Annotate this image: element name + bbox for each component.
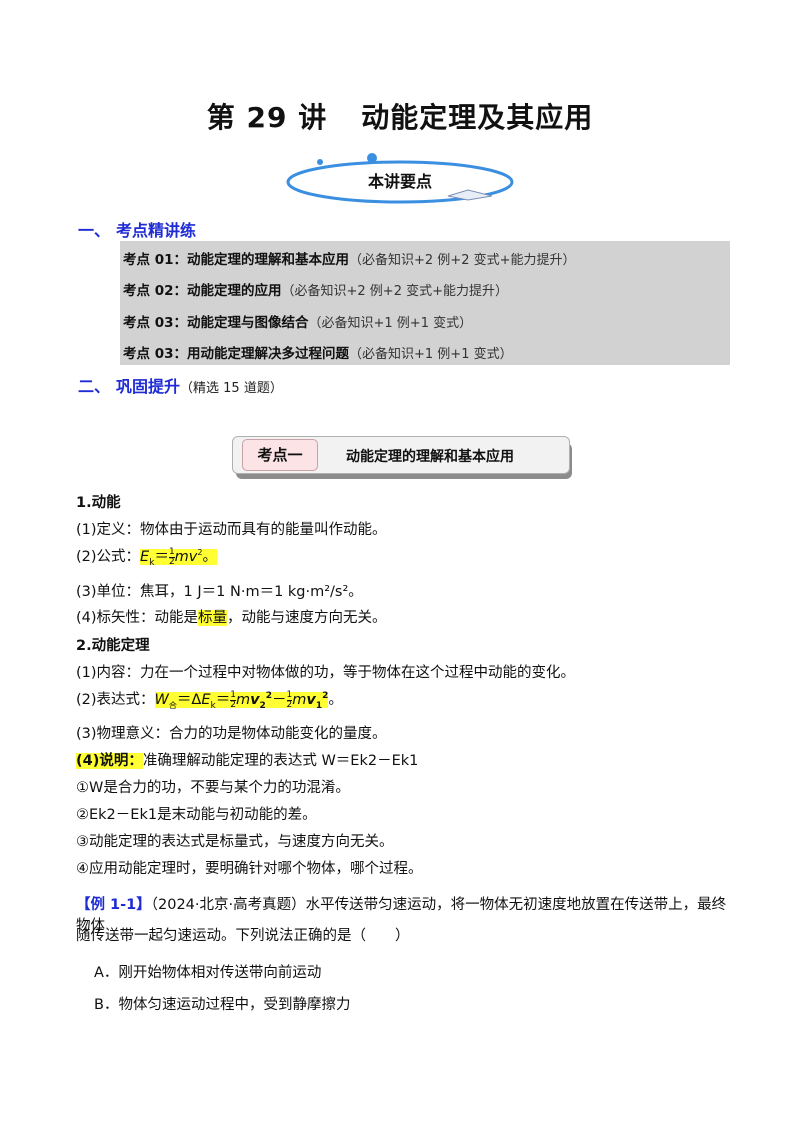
expr-end: 。: [328, 692, 343, 708]
expr-eq2: ＝: [215, 692, 231, 708]
toc-item-key: 考点 03：: [123, 346, 187, 362]
expr-m: m: [235, 692, 251, 708]
fraction-num: 1: [286, 689, 293, 701]
expr-label: (2)表达式：: [76, 692, 155, 708]
formula-eq: ＝: [154, 549, 169, 565]
toc-item-title: 用动能定理解决多过程问题: [187, 346, 349, 362]
toc-item-4[interactable]: 考点 03：用动能定理解决多过程问题（必备知识+1 例+1 变式）: [123, 342, 513, 362]
toc-item-note: （必备知识+1 例+1 变式）: [308, 316, 473, 331]
formula-square: 2: [197, 548, 203, 558]
option-a[interactable]: A．刚开始物体相对传送带向前运动: [94, 965, 322, 981]
theorem-note-line: (4)说明：准确理解动能定理的表达式 W＝Ek2－Ek1: [76, 749, 418, 770]
expr-sq2: 2: [265, 691, 273, 702]
ke-scalar-b: ，动能与速度方向无关。: [227, 610, 387, 626]
ke-scalar-a: (4)标矢性：动能是: [76, 610, 199, 626]
ring-decoration-icon: [286, 153, 514, 204]
title-lecture-number: 第 29 讲: [206, 101, 328, 134]
toc-box: [120, 241, 730, 365]
theorem-item-3: ③动能定理的表达式是标量式，与速度方向无关。: [76, 834, 394, 850]
key-points-ring: [280, 152, 520, 208]
toc-item-key: 考点 01：: [123, 252, 187, 268]
example-line-1: 【例 1-1】（2024·北京·高考真题）水平传送带匀速运动，将一物体无初速度地…: [76, 893, 736, 935]
ke-scalar-line: (4)标矢性：动能是标量，动能与速度方向无关。: [76, 606, 387, 627]
section-two-note: （精选 15 道题）: [180, 381, 283, 396]
ke-unit: (3)单位：焦耳，1 J＝1 N·m＝1 kg·m²/s²。: [76, 584, 363, 600]
formula-subscript: k: [149, 557, 155, 568]
note-text: 准确理解动能定理的表达式 W＝Ek2－Ek1: [142, 753, 419, 769]
section-one-heading: 一、考点精讲练: [78, 217, 196, 241]
fraction-den: 2: [286, 699, 293, 710]
banner-title: 动能定理的理解和基本应用: [346, 449, 514, 465]
expr-i1: 1: [315, 700, 323, 711]
expr-v2: v: [250, 692, 260, 708]
expr-v1: v: [306, 692, 316, 708]
formula-mv: mv: [174, 549, 198, 565]
title-topic: 动能定理及其应用: [361, 101, 594, 134]
section-one-label: 考点精讲练: [116, 221, 197, 240]
key-points-label: 本讲要点: [367, 172, 432, 191]
toc-item-3[interactable]: 考点 03：动能定理与图像结合（必备知识+1 例+1 变式）: [123, 311, 472, 331]
expr-m: m: [292, 692, 307, 708]
expr-minus: －: [272, 692, 287, 708]
toc-item-title: 动能定理与图像结合: [187, 315, 309, 331]
ke-formula-label: (2)公式：: [76, 549, 141, 565]
toc-item-title: 动能定理的应用: [187, 283, 282, 299]
expr-e: E: [201, 692, 211, 708]
section-two-label: 巩固提升: [116, 377, 181, 396]
expr-w: W: [154, 692, 169, 708]
note-label: (4)说明：: [76, 753, 143, 769]
heading-theorem: 2.动能定理: [76, 638, 150, 654]
section-two-number: 二、: [78, 377, 111, 396]
toc-item-note: （必备知识+2 例+2 变式+能力提升）: [281, 284, 509, 299]
theorem-content: (1)内容：力在一个过程中对物体做的功，等于物体在这个过程中动能的变化。: [76, 665, 576, 681]
fraction-num: 1: [230, 689, 236, 701]
fraction-den: 2: [230, 699, 236, 710]
toc-item-key: 考点 03：: [123, 315, 187, 331]
expr-i2: 2: [259, 700, 266, 711]
ke-scalar-highlight: 标量: [198, 610, 228, 626]
theorem-meaning: (3)物理意义：合力的功是物体动能变化的量度。: [76, 726, 387, 742]
formula-symbol: E: [140, 549, 150, 565]
fraction-num: 1: [168, 546, 175, 558]
expr-k: k: [210, 700, 216, 711]
banner-tag: 考点一: [242, 439, 318, 471]
toc-item-2[interactable]: 考点 02：动能定理的应用（必备知识+2 例+2 变式+能力提升）: [123, 279, 508, 299]
theorem-item-4: ④应用动能定理时，要明确针对哪个物体，哪个过程。: [76, 861, 423, 877]
formula-end: 。: [202, 549, 217, 565]
example-tag: 【例 1-1】: [76, 897, 151, 913]
fraction-den: 2: [168, 556, 175, 567]
option-b[interactable]: B．物体匀速运动过程中，受到静摩擦力: [94, 997, 351, 1013]
expr-eq: ＝Δ: [176, 692, 202, 708]
toc-item-note: （必备知识+1 例+1 变式）: [349, 347, 513, 362]
theorem-item-1: ①W是合力的功，不要与某个力的功混淆。: [76, 780, 350, 796]
example-line-2: 随传送带一起匀速运动。下列说法正确的是（ ）: [76, 928, 410, 944]
section-one-number: 一、: [78, 221, 111, 240]
ke-definition: (1)定义：物体由于运动而具有的能量叫作动能。: [76, 522, 387, 538]
toc-item-key: 考点 02：: [123, 283, 187, 299]
example-text-1: （2024·北京·高考真题）水平传送带匀速运动，将一物体无初速度地放置在传送带上…: [76, 897, 727, 934]
page-title: 第 29 讲动能定理及其应用: [0, 96, 800, 136]
toc-item-note: （必备知识+2 例+2 变式+能力提升）: [349, 253, 576, 268]
toc-item-1[interactable]: 考点 01：动能定理的理解和基本应用（必备知识+2 例+2 变式+能力提升）: [123, 248, 576, 268]
heading-kinetic-energy: 1.动能: [76, 495, 121, 511]
theorem-item-2: ②Ek2－Ek1是末动能与初动能的差。: [76, 807, 317, 823]
toc-item-title: 动能定理的理解和基本应用: [187, 252, 349, 268]
section-two-heading: 二、巩固提升（精选 15 道题）: [78, 373, 283, 397]
expr-sub-he: 合: [168, 700, 177, 710]
expr-sq1: 2: [322, 691, 329, 702]
